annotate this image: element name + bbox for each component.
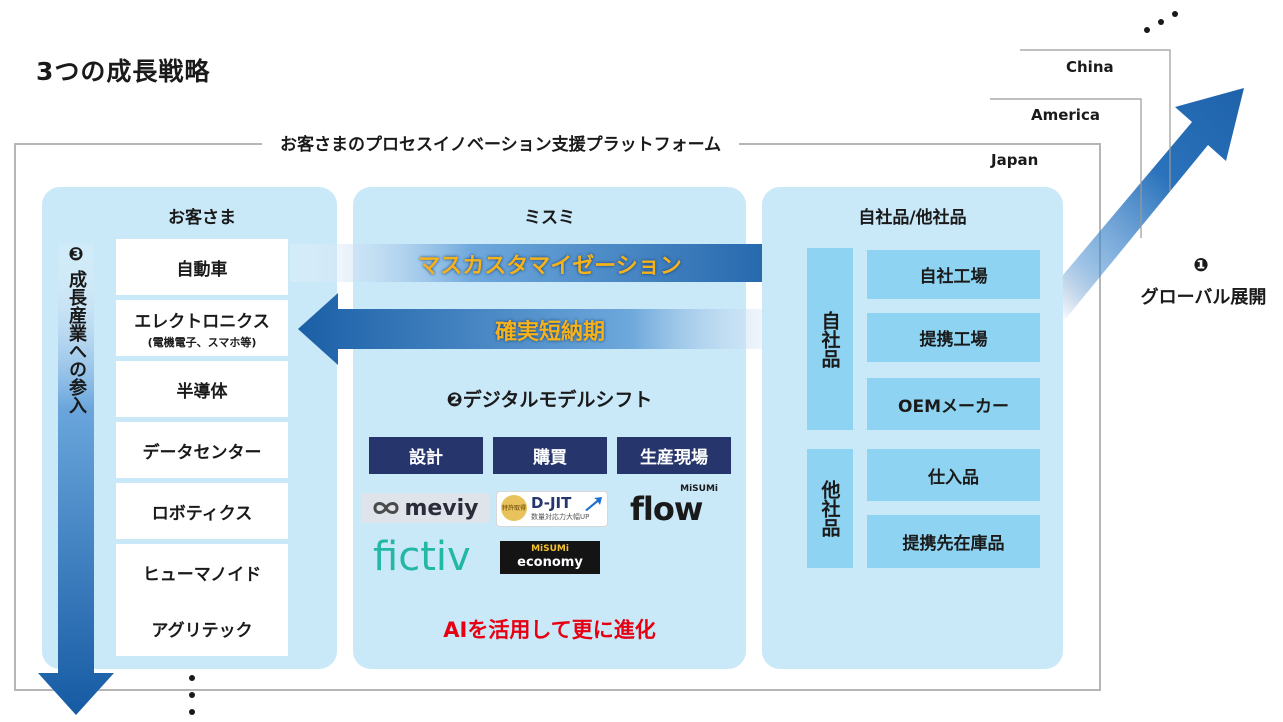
oem-maker-box: OEMメーカー [867,378,1040,430]
industry-label: エレクトロニクス [134,311,270,332]
continue-dot [1172,11,1178,17]
global-expansion-arrow [1063,88,1244,322]
continue-dot [1144,27,1150,33]
industry-data-center: データセンター [116,422,288,478]
meviy-logo: meviy [361,493,489,523]
region-line-china [1020,49,1171,191]
region-america: America [1031,106,1100,124]
misumi-title: ミスミ [524,208,575,228]
platform-label: お客さまのプロセスイノベーション支援プラットフォーム [262,130,740,155]
fictiv-logo: fictiv [373,534,471,580]
short-lead-time-label: 確実短納期 [494,320,605,345]
partner-stock-box: 提携先在庫品 [867,515,1040,568]
own-products-label: 自社品 [807,248,853,430]
djit-logo: 特許取得 D-JIT 数量対応力大幅UP [496,491,608,527]
industry-robotics: ロボティクス [116,483,288,539]
industries-continue-dots [189,675,195,715]
category-production-floor: 生産現場 [617,437,731,474]
continue-dot [1158,19,1164,25]
industry-label: ヒューマノイド [142,564,262,585]
page-title: 3つの成長戦略 [36,57,211,86]
industry-label: データセンター [142,442,262,463]
industry-agritech: アグリテック [116,600,288,656]
products-title: 自社品/他社品 [858,208,967,228]
global-strategy-label: グローバル展開 [1140,287,1267,308]
infinity-icon [373,502,399,514]
industry-humanoid: ヒューマノイド [116,544,288,600]
digital-model-shift-label: ❷デジタルモデルシフト [446,389,653,411]
mass-customization-arrow [290,228,806,298]
ai-evolution-label: AIを活用して更に進化 [443,618,656,642]
patent-badge-icon: 特許取得 [501,495,527,521]
region-japan: Japan [991,151,1039,169]
industry-automotive: 自動車 [116,239,288,295]
misumi-economy-logo: MiSUMi economy [500,541,600,574]
industry-sublabel: (電機電子、スマホ等) [147,335,257,349]
purchased-goods-box: 仕入品 [867,449,1040,501]
other-products-label: 他社品 [807,449,853,568]
category-design: 設計 [369,437,483,474]
industry-label: 半導体 [176,381,228,402]
short-lead-time-arrow [298,293,812,365]
partner-factory-box: 提携工場 [867,313,1040,362]
industry-semiconductor: 半導体 [116,361,288,417]
global-strategy-number: ❶ [1193,255,1209,276]
industry-label: ロボティクス [151,503,253,524]
growth-strategy-label: 成長産業への参入 [66,270,87,414]
category-purchasing: 購買 [493,437,607,474]
own-factory-box: 自社工場 [867,250,1040,299]
industry-electronics: エレクトロニクス (電機電子、スマホ等) [116,300,288,356]
growth-arrow-icon [585,497,602,511]
growth-industries-arrow [38,243,114,715]
mass-customization-label: マスカスタマイゼーション [418,254,682,279]
growth-strategy-number: ❸ [68,244,84,265]
region-china: China [1066,58,1114,76]
customers-title: お客さま [168,208,236,228]
region-line-america [990,98,1142,238]
industry-label: アグリテック [151,620,253,641]
misumi-flow-logo: MiSUMi flow [630,484,718,528]
growth-industries-arrow-graphic [38,243,114,715]
industry-label: 自動車 [176,259,228,280]
